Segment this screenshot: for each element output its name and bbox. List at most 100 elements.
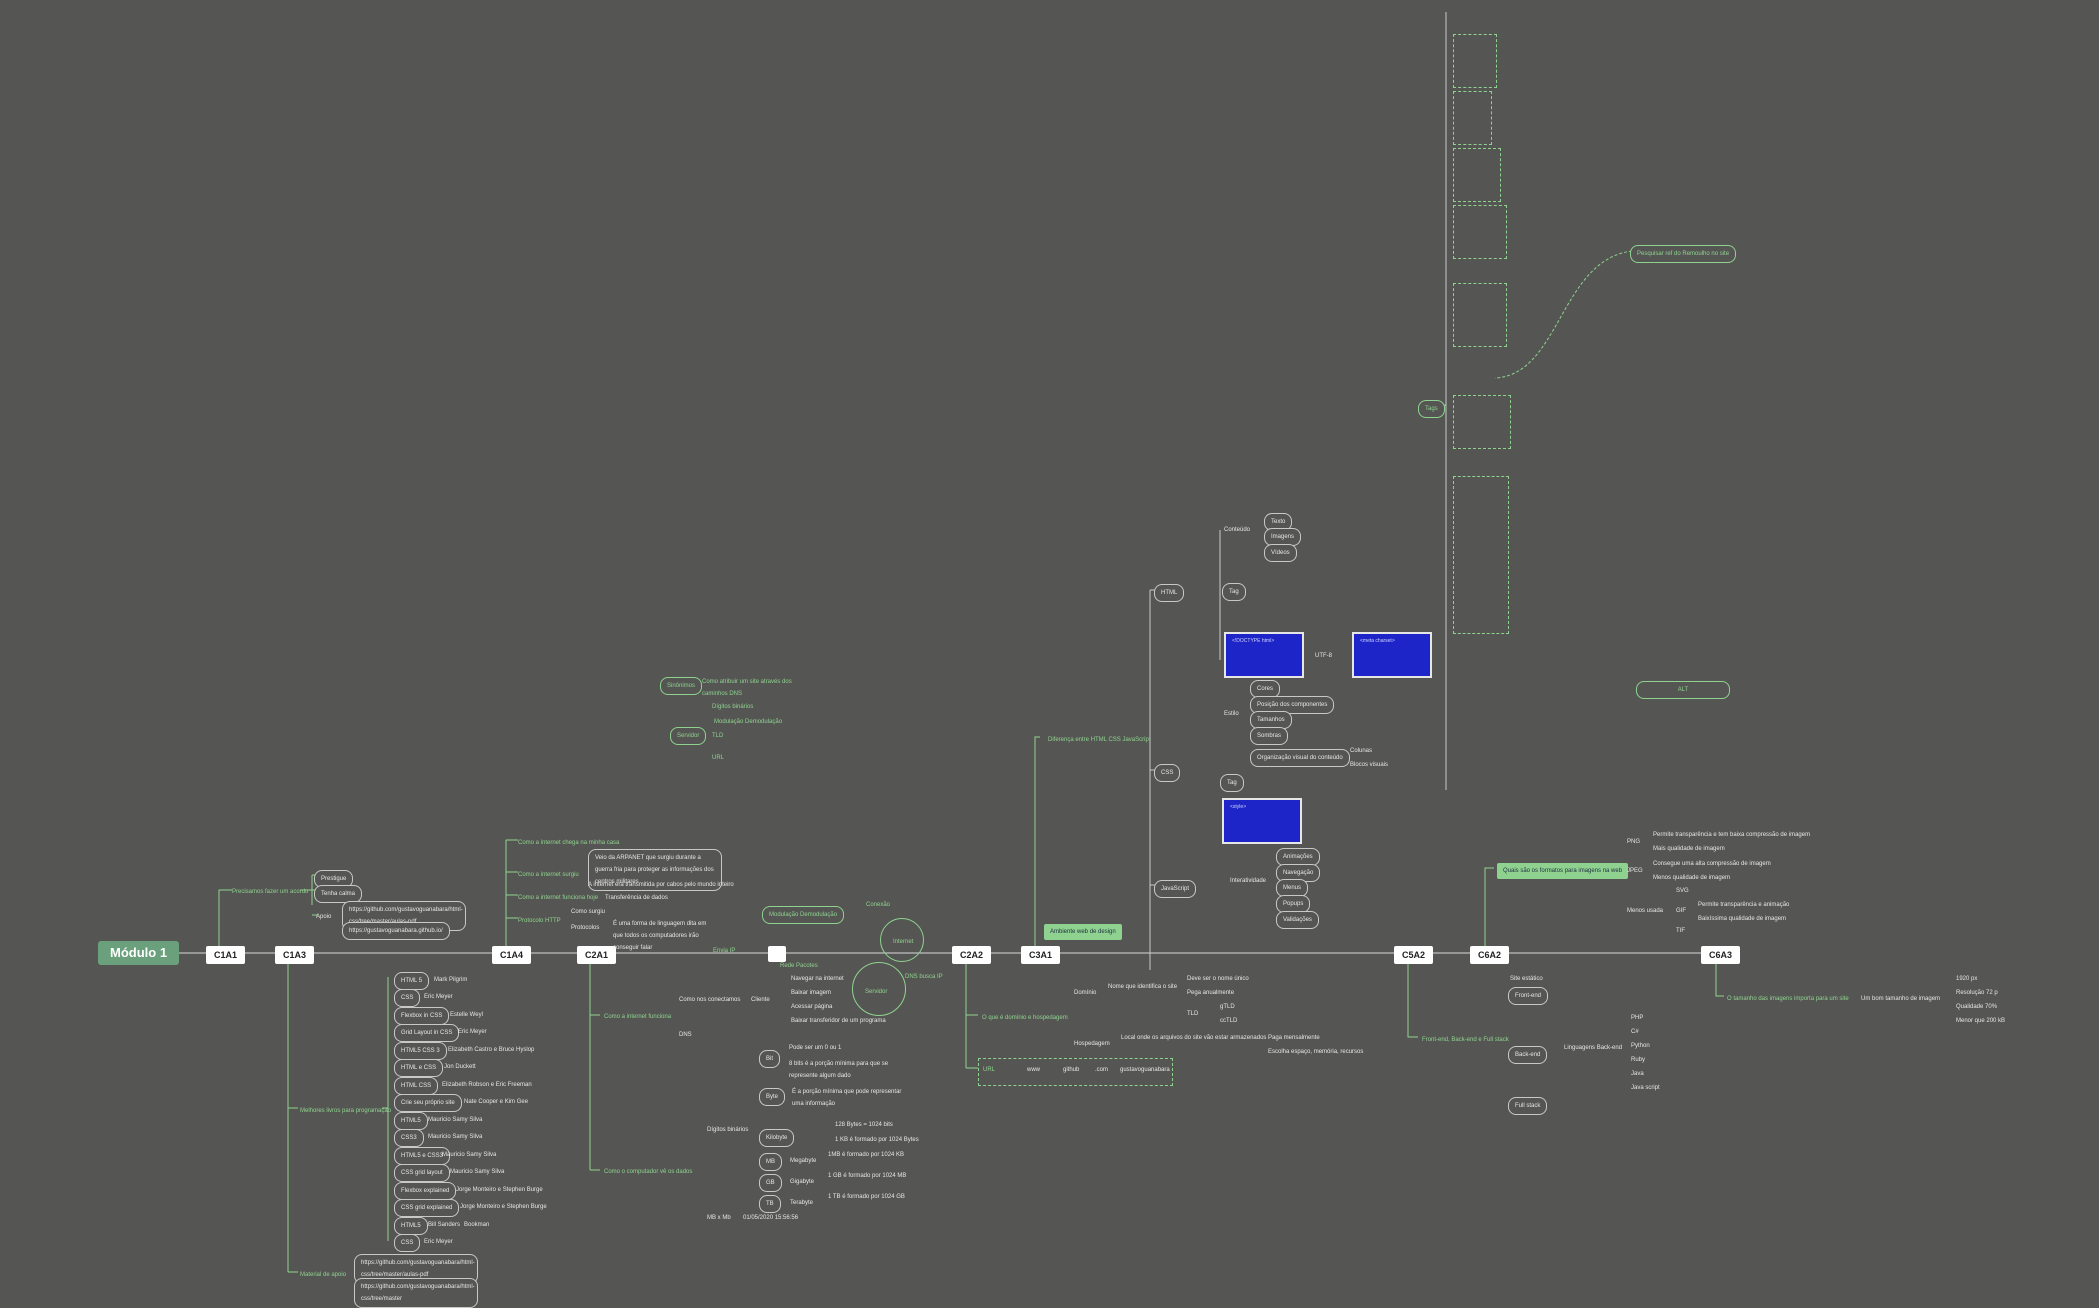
book-title[interactable]: HTML5 [394, 1112, 428, 1130]
css-node[interactable]: CSS [1154, 764, 1181, 782]
conteudo-item[interactable]: Vídeos [1264, 544, 1297, 562]
mb-note: 1MB é formado por 1024 KB [828, 1152, 905, 1158]
c1a1-link[interactable]: https://gustavoguanabara.github.io/ [342, 922, 450, 940]
c5a2-item: Site estático [1510, 976, 1543, 982]
tag-group-box [1453, 148, 1501, 202]
c3a1-ambiente[interactable]: Ambiente web de design [1044, 924, 1122, 940]
dns-busca-label: DNS busca IP [905, 974, 943, 980]
c2a1-funciona: Como a internet funciona [604, 1014, 672, 1020]
branch-c2a2[interactable]: C2A2 [952, 946, 992, 964]
url-label: URL [983, 1067, 996, 1073]
book-title[interactable]: CSS3 [394, 1129, 424, 1147]
book-author: Elizabeth Castro e Bruce Hyslop [448, 1047, 535, 1053]
book-title[interactable]: CSS grid layout [394, 1164, 450, 1182]
book-title[interactable]: Crie seu próprio site [394, 1094, 462, 1112]
internet-label: Internet [893, 939, 914, 945]
html-tag-node[interactable]: Tag [1222, 583, 1246, 601]
c6a3-bom: Um bom tamanho de imagem [1861, 996, 1941, 1002]
tb-node[interactable]: TB [759, 1195, 781, 1213]
branch-c1a4[interactable]: C1A4 [492, 946, 532, 964]
css-screenshot-thumb: <style> [1222, 798, 1302, 844]
lang-item: Java script [1631, 1085, 1660, 1091]
servidor-item: URL [712, 755, 725, 761]
css-tag-node[interactable]: Tag [1220, 774, 1244, 792]
book-author: Eric Meyer [424, 1239, 453, 1245]
c2a2-topic: O que é domínio e hospedagem [982, 1015, 1068, 1021]
book-author: Jorge Monteiro e Stephen Burge [460, 1204, 547, 1210]
book-author: Eric Meyer [458, 1029, 487, 1035]
sinonimos-node[interactable]: Sinônimos [660, 677, 703, 695]
branch-c3a1[interactable]: C3A1 [1021, 946, 1061, 964]
png-item: Permite transparência e tem baixa compre… [1653, 832, 1811, 838]
c1a4-item: Como a internet chega na minha casa [518, 840, 620, 846]
menos-item: SVG [1676, 888, 1689, 894]
branch-c6a2[interactable]: C6A2 [1470, 946, 1510, 964]
book-title[interactable]: Flexbox in CSS [394, 1007, 450, 1025]
support-link[interactable]: https://github.com/gustavoguanabara/html… [354, 1278, 478, 1308]
c1a1-item[interactable]: Tenha calma [314, 885, 363, 903]
book-title[interactable]: CSS [394, 1234, 421, 1252]
servidor-item: Modulação Demodulação [714, 719, 783, 725]
hospedagem-label: Hospedagem [1074, 1041, 1110, 1047]
gb-note: 1 GB é formado por 1024 MB [828, 1173, 907, 1179]
book-title[interactable]: HTML 5 [394, 972, 430, 990]
c5a2-item[interactable]: Back-end [1508, 1046, 1548, 1064]
c6a2-topic[interactable]: Quais são os formatos para imagens na we… [1497, 863, 1629, 879]
book-title[interactable]: HTML e CSS [394, 1059, 444, 1077]
servidor-item: Dígitos binários [712, 704, 754, 710]
book-title[interactable]: Flexbox explained [394, 1182, 457, 1200]
conexao-label: Conexão [866, 902, 891, 908]
servidor-node[interactable]: Servidor [670, 727, 707, 745]
book-title[interactable]: HTML5 CSS 3 [394, 1042, 447, 1060]
estilo-item[interactable]: Sombras [1250, 727, 1289, 745]
dominio-label: Domínio [1074, 990, 1097, 996]
book-title[interactable]: HTML5 [394, 1217, 428, 1235]
gb-node[interactable]: GB [759, 1174, 782, 1192]
c2a1-computador: Como o computador vê os dados [604, 1169, 693, 1175]
c1a1-topic: Precisamos fazer um acordo [232, 889, 309, 895]
c2a1-conecta: Como nos conectamos [679, 997, 741, 1003]
tags-search-note[interactable]: Pesquisar ref do Remoulho no site [1630, 245, 1737, 263]
book-author: Mauricio Samy Silva [450, 1169, 505, 1175]
estilo-item[interactable]: Posição dos componentes [1250, 696, 1335, 714]
mb-node[interactable]: MB [759, 1153, 782, 1171]
branch-c5a2[interactable]: C5A2 [1394, 946, 1434, 964]
byte-node[interactable]: Byte [759, 1088, 786, 1106]
c5a2-item[interactable]: Full stack [1508, 1097, 1548, 1115]
bit-node[interactable]: Bit [759, 1050, 781, 1068]
html-node[interactable]: HTML [1154, 584, 1185, 602]
book-title[interactable]: Grid Layout in CSS [394, 1024, 460, 1042]
branch-empty[interactable] [768, 946, 786, 962]
root-node[interactable]: Módulo 1 [98, 941, 180, 965]
tags-node[interactable]: Tags [1418, 400, 1445, 418]
url-box [978, 1058, 1173, 1086]
branch-c6a3[interactable]: C6A3 [1701, 946, 1741, 964]
branch-c2a1[interactable]: C2A1 [577, 946, 617, 964]
estilo-item[interactable]: Organização visual do conteúdo [1250, 749, 1350, 767]
book-title[interactable]: CSS [394, 989, 421, 1007]
c5a2-item[interactable]: Front-end [1508, 987, 1549, 1005]
js-item[interactable]: Validações [1276, 911, 1319, 929]
modulacao-node[interactable]: Modulação Demodulação [762, 906, 845, 924]
book-title[interactable]: CSS grid explained [394, 1199, 460, 1217]
hospedagem-item: Escolha espaço, memória, recursos [1268, 1049, 1364, 1055]
menos-label: Menos usada [1627, 908, 1664, 914]
alt-node[interactable]: ALT [1636, 681, 1730, 699]
branch-c1a3[interactable]: C1A3 [275, 946, 315, 964]
c5a2-topic: Front-end, Back-end e Full stack [1422, 1037, 1509, 1043]
kb-node[interactable]: Kilobyte [759, 1129, 795, 1147]
c1a4-funciona-note: A internet era transmitida por cabos pel… [588, 882, 734, 888]
kb-note: 128 Bytes = 1024 bits [835, 1122, 893, 1128]
book-title[interactable]: HTML CSS [394, 1077, 439, 1095]
js-node[interactable]: JavaScript [1154, 880, 1197, 898]
c1a4-surgiu-note[interactable]: Veio da ARPANET que surgiu durante a gue… [588, 849, 722, 891]
url-part: gustavoguanabara [1120, 1067, 1170, 1073]
utf8-label: UTF-8 [1315, 653, 1332, 659]
c2a1-dns: DNS [679, 1032, 692, 1038]
http-item: Protocolos [571, 925, 600, 931]
c1a4-item: Protocolo HTTP [518, 918, 561, 924]
js-item[interactable]: Popups [1276, 895, 1311, 913]
branch-c1a1[interactable]: C1A1 [206, 946, 246, 964]
mb-label: Megabyte [790, 1158, 817, 1164]
url-part: www [1027, 1067, 1040, 1073]
